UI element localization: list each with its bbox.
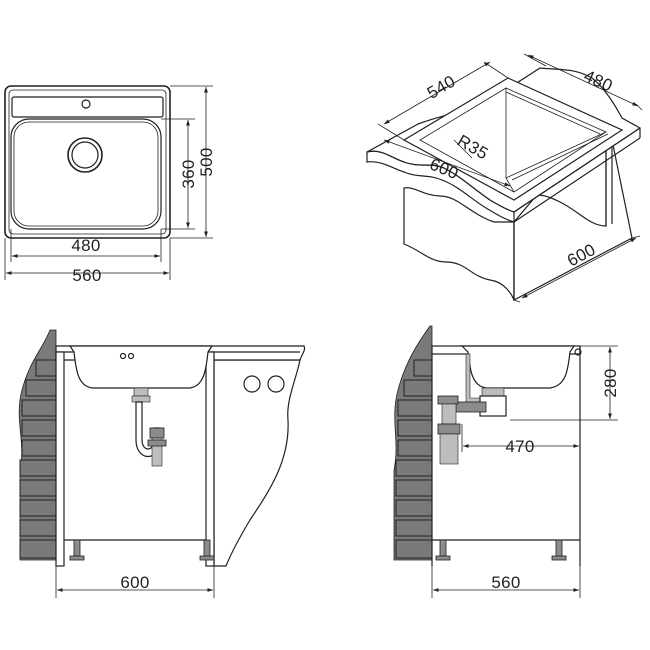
top-view: 360 500 480 560: [4, 85, 216, 285]
bricks-side: [395, 359, 433, 559]
isometric-view: 540 480 R35 600 600: [366, 53, 643, 303]
wall-pipe-hole-1: [243, 375, 261, 393]
dim-label-540: 540: [424, 72, 459, 103]
dim-label-560-side: 560: [491, 573, 520, 592]
wall-face: [213, 359, 301, 567]
bowl-outer: [10, 118, 162, 230]
tap-hole-side: [574, 348, 582, 356]
dim-line-600-depth: [521, 237, 637, 299]
dim-label-280: 280: [601, 368, 620, 397]
leg-left: [73, 539, 81, 557]
bowl-inner: [13, 121, 159, 227]
tap-deck: [11, 96, 164, 118]
tap-hole: [81, 99, 91, 109]
overflow-hole-1: [119, 352, 127, 360]
overflow-hole-2: [127, 352, 135, 360]
wall-pipe-hole-2: [267, 375, 285, 393]
dim-label-360: 360: [179, 159, 198, 188]
side-trap: [437, 387, 507, 465]
sink-bowl-front: [68, 345, 214, 389]
drain-outer: [67, 137, 103, 173]
dim-label-480: 480: [71, 236, 100, 255]
leg-right: [203, 539, 211, 557]
front-view: 600: [18, 329, 306, 598]
dim-line-540: [383, 61, 491, 125]
dim-label-560: 560: [72, 266, 101, 285]
bottle-trap: [131, 387, 167, 467]
sink-outline: [4, 85, 171, 239]
dim-line-600-worktop: [383, 139, 511, 187]
drain-inner: [71, 141, 99, 169]
dim-line-480-iso: [527, 54, 639, 107]
dim-label-470: 470: [505, 437, 534, 456]
cabinet-body: [403, 187, 515, 301]
dim-label-600-front: 600: [120, 573, 149, 592]
dim-line-r35: [453, 139, 473, 159]
sink-bowl-side: [460, 345, 576, 389]
side-view: 280 470 560: [393, 325, 620, 598]
dim-label-500: 500: [197, 147, 216, 176]
sink-inner-rim: [8, 89, 167, 235]
cabinet-right-panel: [205, 351, 215, 567]
cabinet-left-panel: [55, 351, 65, 567]
